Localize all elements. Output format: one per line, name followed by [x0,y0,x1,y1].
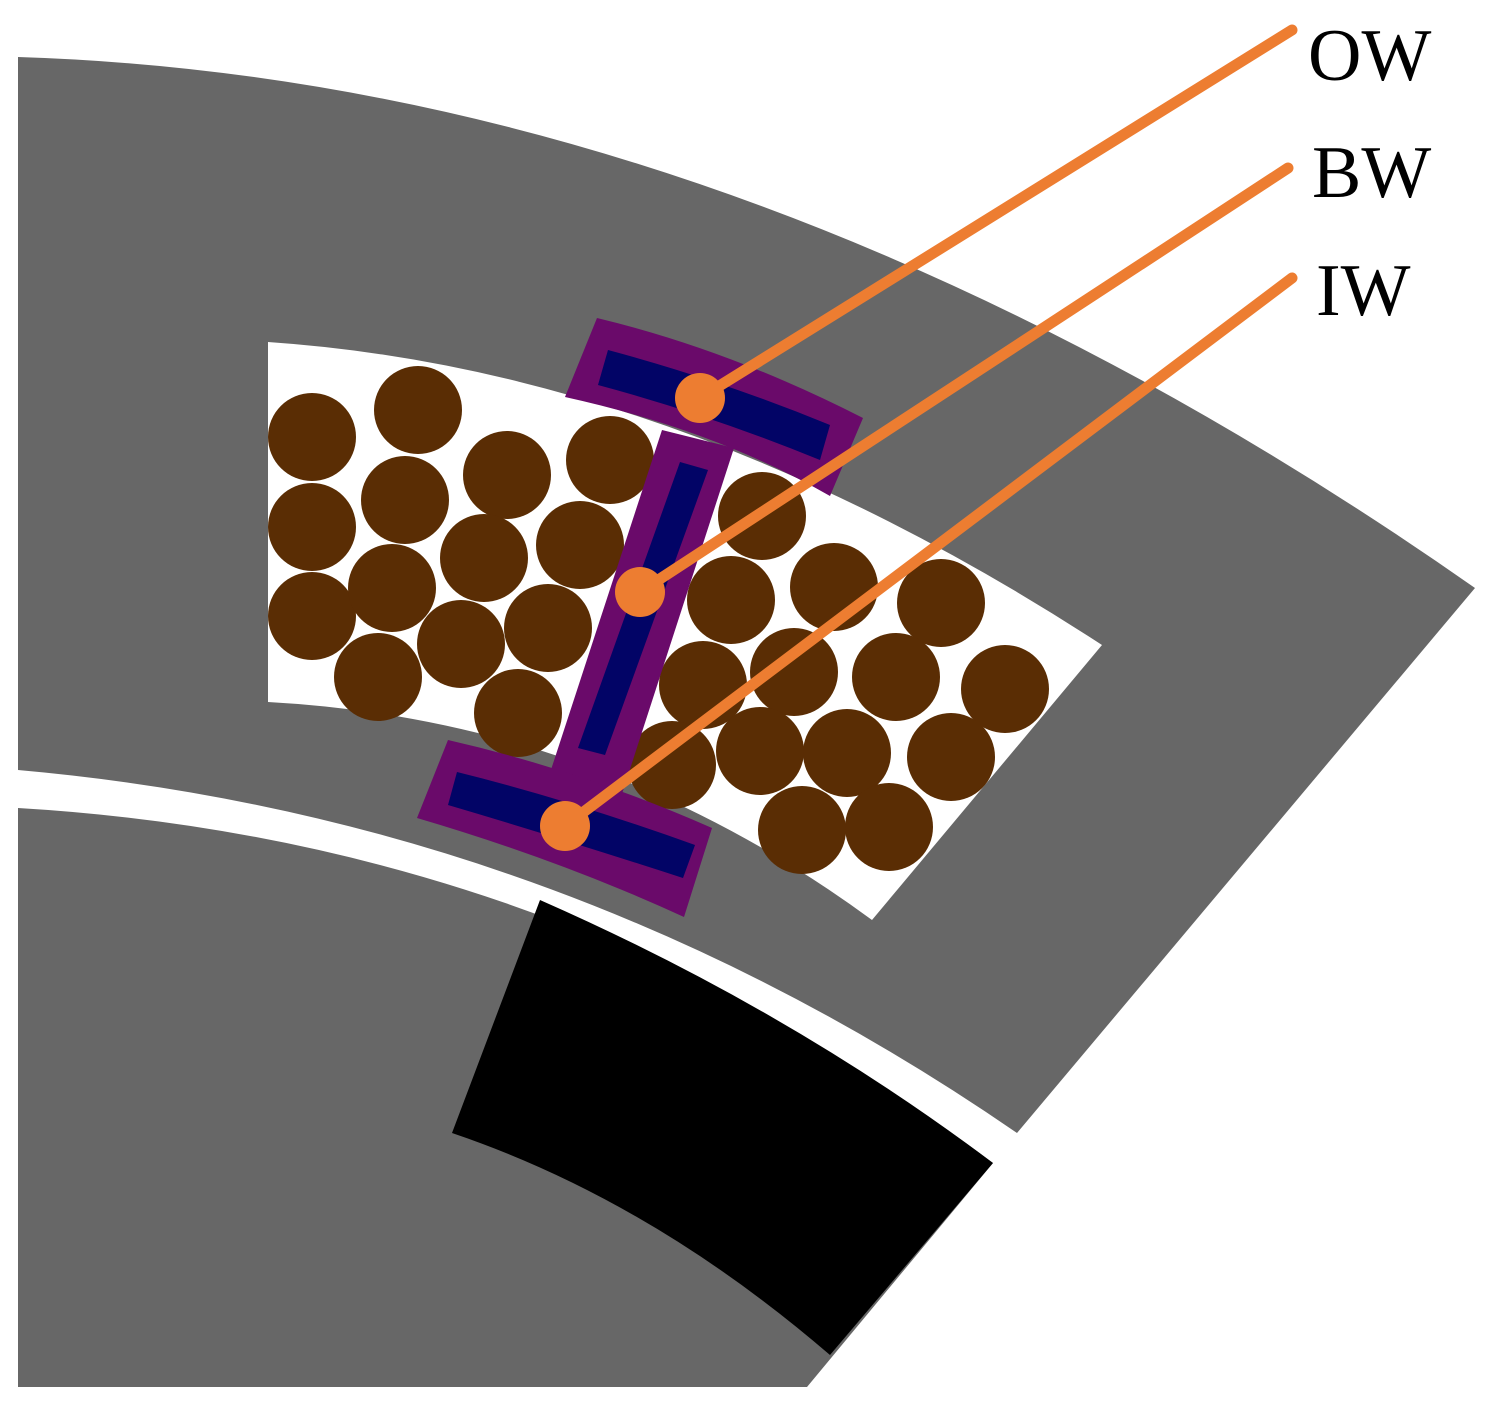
conductor-strand [845,783,933,871]
conductor-strand [716,707,804,795]
rotor-magnet [452,900,993,1355]
conductor-strand [687,556,775,644]
conductor-strand [750,628,838,716]
callout-line-ow [694,24,1298,404]
label-bw: BW [1312,132,1431,214]
conductor-strand [504,584,592,672]
conductor-strand [566,416,654,504]
conductor-strand [961,645,1049,733]
label-ow: OW [1308,15,1431,97]
conductor-strand [361,456,449,544]
conductor-strand [897,559,985,647]
conductor-strand [268,483,356,571]
conductor-strand [334,633,422,721]
conductor-strand [907,713,995,801]
conductor-group [268,366,1049,874]
callout-dot-bw [615,567,665,617]
callout-line-bw [634,162,1294,598]
conductor-strand [852,633,940,721]
callout-line-iw [559,272,1298,832]
conductor-strand [536,501,624,589]
callout-dot-ow [675,373,725,423]
conductor-strand [374,366,462,454]
conductor-strand [348,544,436,632]
conductor-strand [474,669,562,757]
label-iw: IW [1316,250,1411,332]
conductor-strand [803,709,891,797]
conductor-strand [417,600,505,688]
conductor-strand [463,431,551,519]
conductor-strand [628,721,716,809]
callout-lines [540,24,1298,851]
conductor-strand [758,786,846,874]
conductor-strand [268,572,356,660]
conductor-strand [440,514,528,602]
callout-dot-iw [540,801,590,851]
conductor-strand [268,393,356,481]
